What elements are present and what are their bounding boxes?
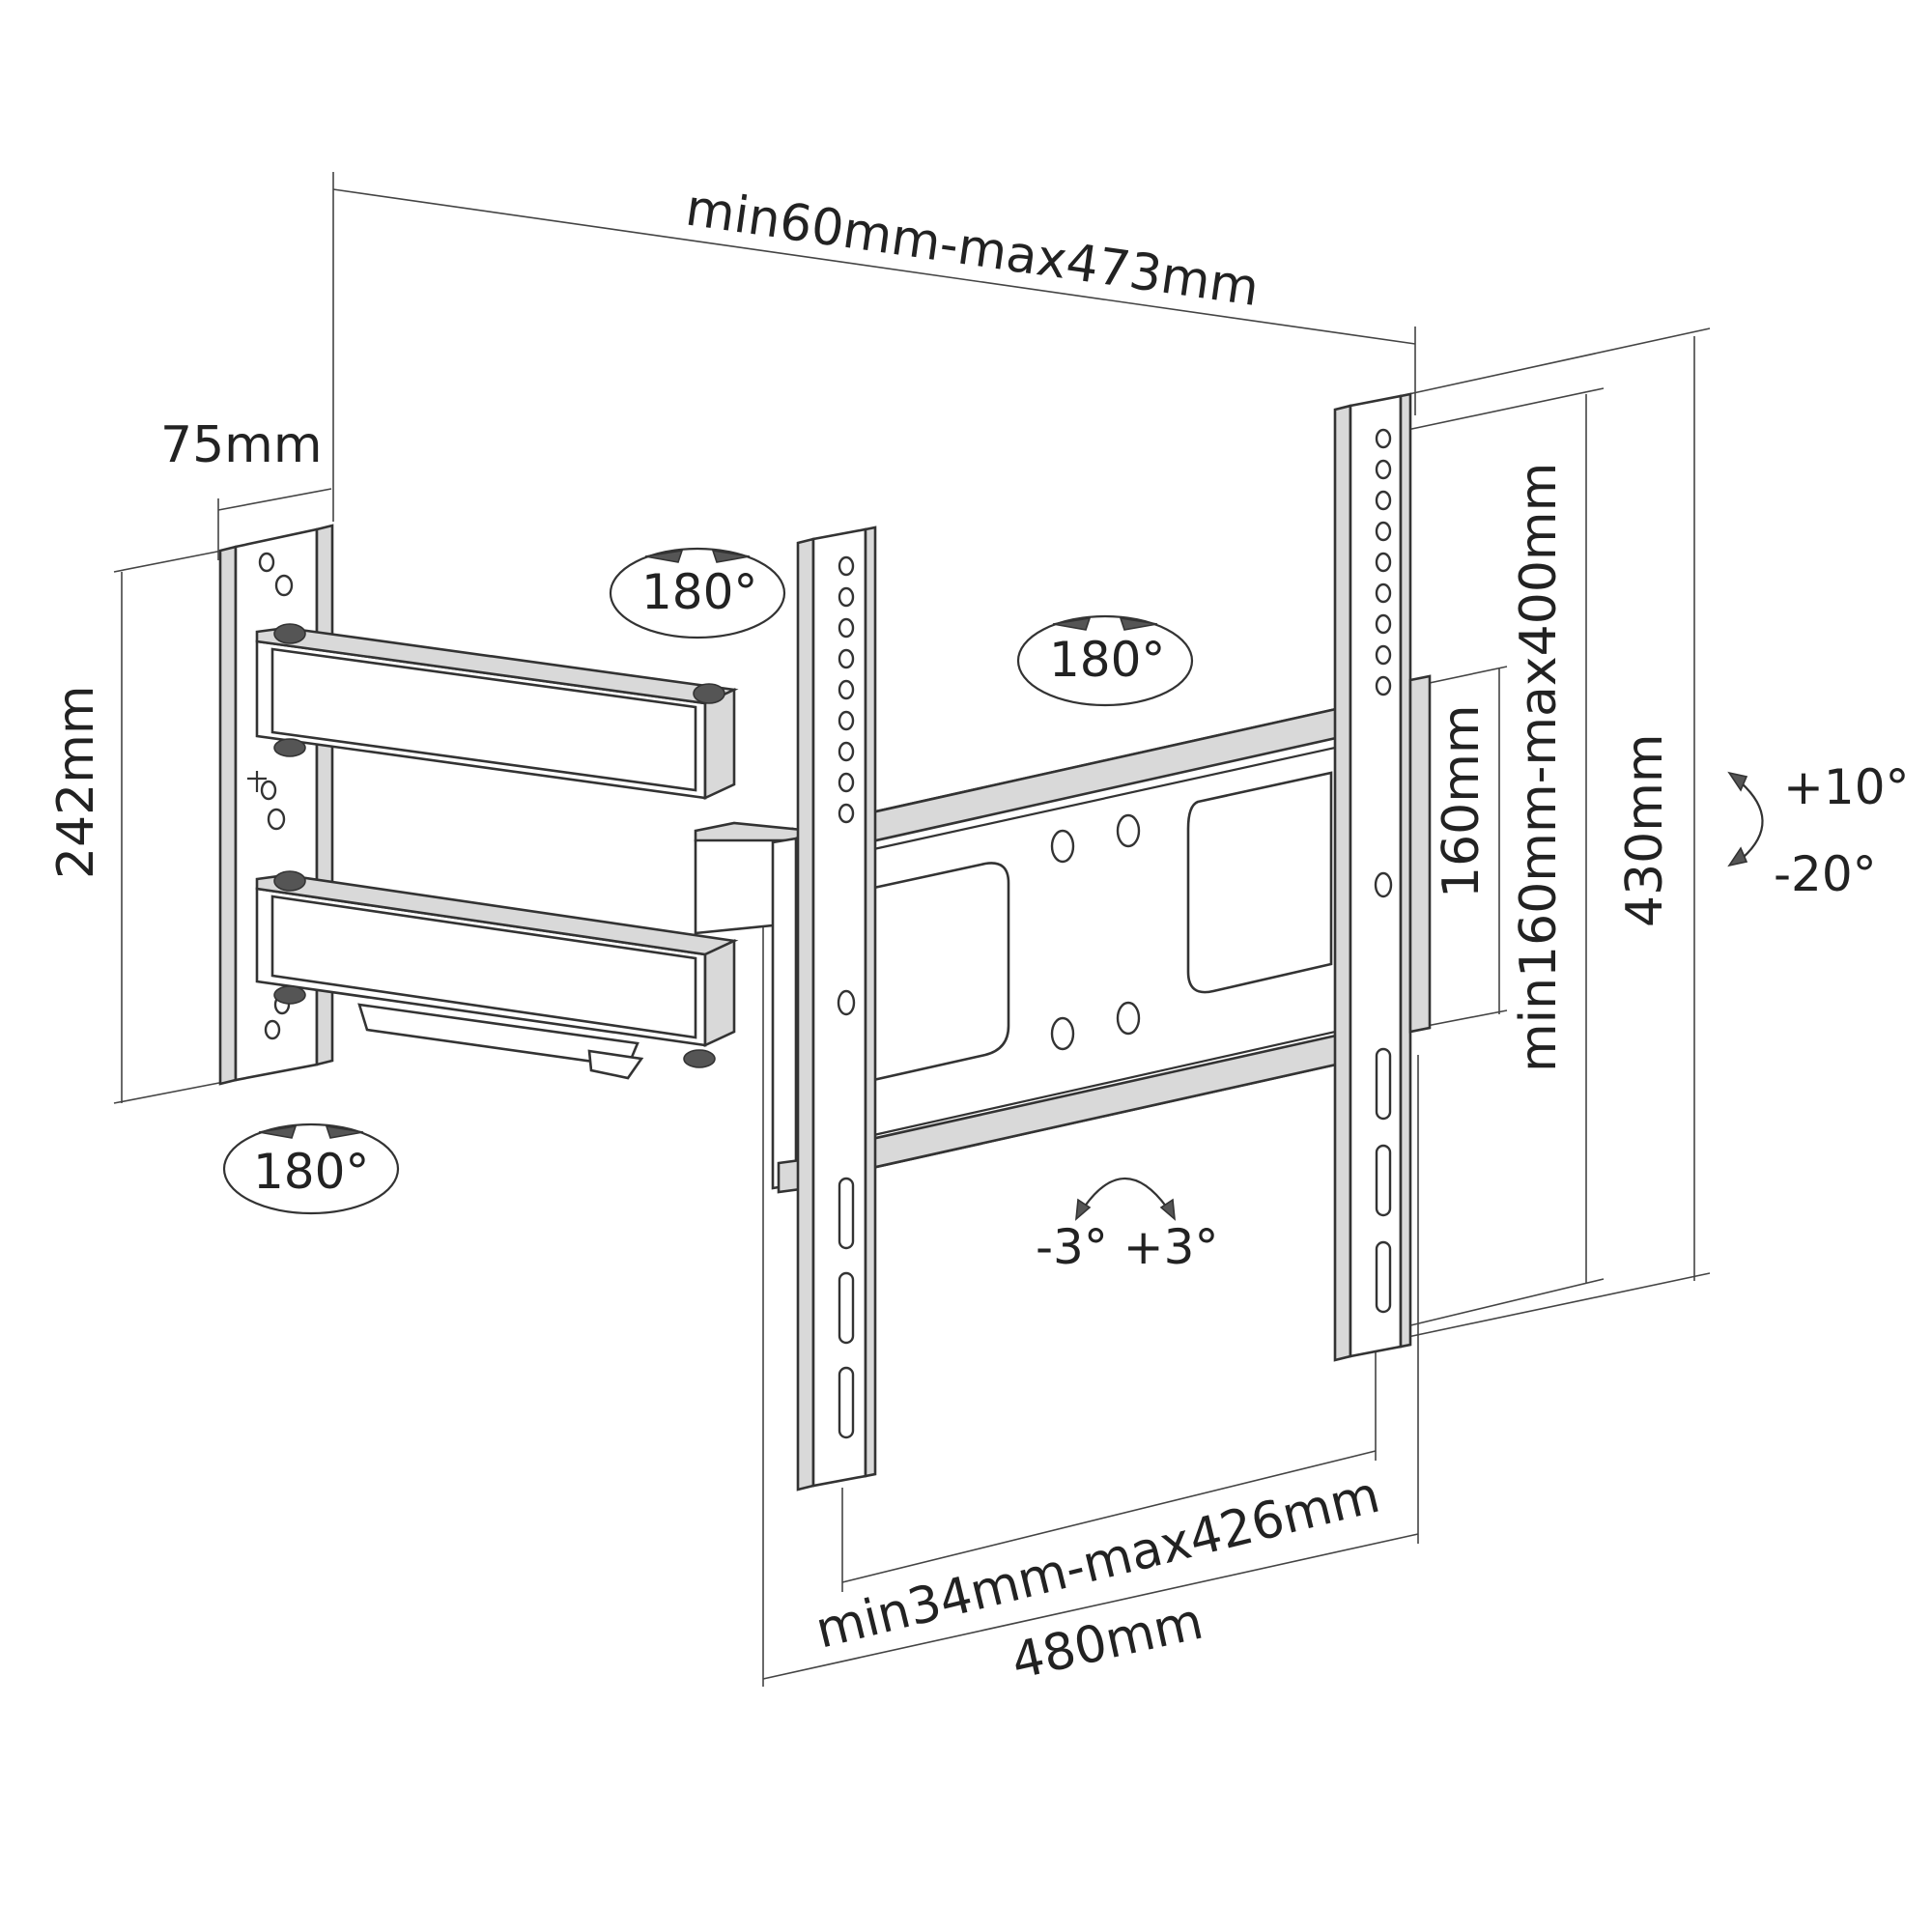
wall-plate-hole [274,574,294,597]
arm-pivot [273,623,306,644]
arm-connector [694,821,816,1194]
label-wall-plate-height: 242mm [47,685,105,879]
label-vertical-vesa: min160mm-max400mm [1510,463,1568,1072]
wall-plate-hole [267,808,286,831]
tilt-callout: +10° -20° [1727,759,1910,902]
label-wall-plate-width: 75mm [160,416,322,474]
dim-wall-plate-height: 242mm [47,550,225,1104]
arm-pivot [273,985,306,1005]
right-vertical-rail [1333,392,1432,1362]
crossbar-cutout-left [867,862,1010,1082]
crossbar-hole [1050,829,1075,864]
arm-pivot [273,870,306,892]
wall-plate-hole [258,552,275,573]
lower-arm [255,870,739,1080]
crossbar [848,701,1364,1175]
level-callout: -3° +3° [1036,1177,1218,1275]
crossbar-cutout-right [1186,771,1333,994]
wall-plate-hole [264,1019,281,1040]
crossbar-hole [1116,1001,1141,1036]
label-middle-swivel: 180° [641,564,757,620]
wall-swivel-callout: 180° [222,1122,400,1215]
label-top-swivel: 180° [1049,632,1165,688]
dim-vertical-vesa: min160mm-max400mm [1402,387,1605,1328]
label-wall-swivel: 180° [253,1144,369,1200]
crossbar-hole [1116,813,1141,848]
label-crossbar-height: 160mm [1433,704,1491,898]
label-tilt-up: +10° [1783,759,1910,815]
dim-bracket-height: 430mm [1390,327,1711,1340]
crossbar-hole [1050,1016,1075,1051]
arm-pivot [683,1049,716,1068]
dim-arm-extension: min60mm-max473mm [332,172,1416,522]
label-bracket-height: 430mm [1616,733,1674,927]
left-rail-holes [837,555,856,1439]
level-mark [247,771,267,792]
wall-plate-hole [260,780,277,801]
label-level: -3° +3° [1036,1219,1218,1275]
upper-arm [255,623,739,801]
right-rail-holes [1374,428,1393,1314]
label-tilt-down: -20° [1774,846,1877,902]
top-swivel-callout: 180° [1016,614,1194,707]
arm-pivot [693,683,725,704]
left-vertical-rail [796,526,877,1492]
dim-crossbar-height: 160mm [1406,666,1508,1031]
label-arm-extension: min60mm-max473mm [682,179,1263,318]
right-rail-clamp [1408,674,1432,1034]
middle-swivel-callout: 180° [609,547,786,639]
dim-wall-plate-width: 75mm [160,416,332,560]
arm-pivot [273,738,306,757]
cable-clip [587,1049,644,1080]
